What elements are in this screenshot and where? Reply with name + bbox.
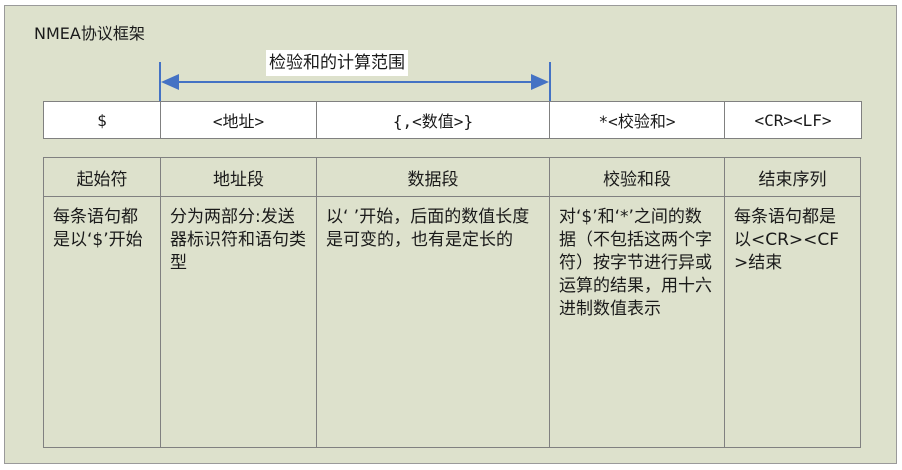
range-end-marker <box>549 62 551 102</box>
header-end: 结束序列 <box>724 157 861 197</box>
desc-end: 每条语句都是以<CR><CF>结束 <box>724 196 861 448</box>
diagram-title: NMEA协议框架 <box>34 24 145 43</box>
desc-checksum: 对‘$’和‘*’之间的数据（不包括这两个字符）按字节进行异或运算的结果，用十六进… <box>549 196 725 448</box>
desc-address: 分为两部分:发送器标识符和语句类型 <box>160 196 317 448</box>
header-address: 地址段 <box>160 157 317 197</box>
format-row: $ <地址> {,<数值>} *<校验和> <CR><LF> <box>43 101 862 139</box>
format-cell-start: $ <box>44 102 161 138</box>
range-start-marker <box>159 62 161 102</box>
format-cell-checksum: *<校验和> <box>550 102 725 138</box>
header-checksum: 校验和段 <box>549 157 725 197</box>
range-arrow-line <box>170 81 540 83</box>
desc-data: 以‘ ’开始，后面的数值长度是可变的，也有是定长的 <box>316 196 550 448</box>
format-cell-address: <地址> <box>161 102 317 138</box>
arrow-right-icon <box>531 74 549 90</box>
arrow-left-icon <box>161 74 179 90</box>
header-row: 起始符 地址段 数据段 校验和段 结束序列 <box>43 157 861 197</box>
description-row: 每条语句都是以‘$’开始 分为两部分:发送器标识符和语句类型 以‘ ’开始，后面… <box>43 196 861 448</box>
format-cell-data: {,<数值>} <box>317 102 550 138</box>
header-start: 起始符 <box>43 157 161 197</box>
desc-start: 每条语句都是以‘$’开始 <box>43 196 161 448</box>
format-cell-end: <CR><LF> <box>754 110 832 130</box>
checksum-range-label: 检验和的计算范围 <box>266 50 408 76</box>
header-data: 数据段 <box>316 157 550 197</box>
description-table: 起始符 地址段 数据段 校验和段 结束序列 每条语句都是以‘$’开始 分为两部分… <box>43 157 861 448</box>
